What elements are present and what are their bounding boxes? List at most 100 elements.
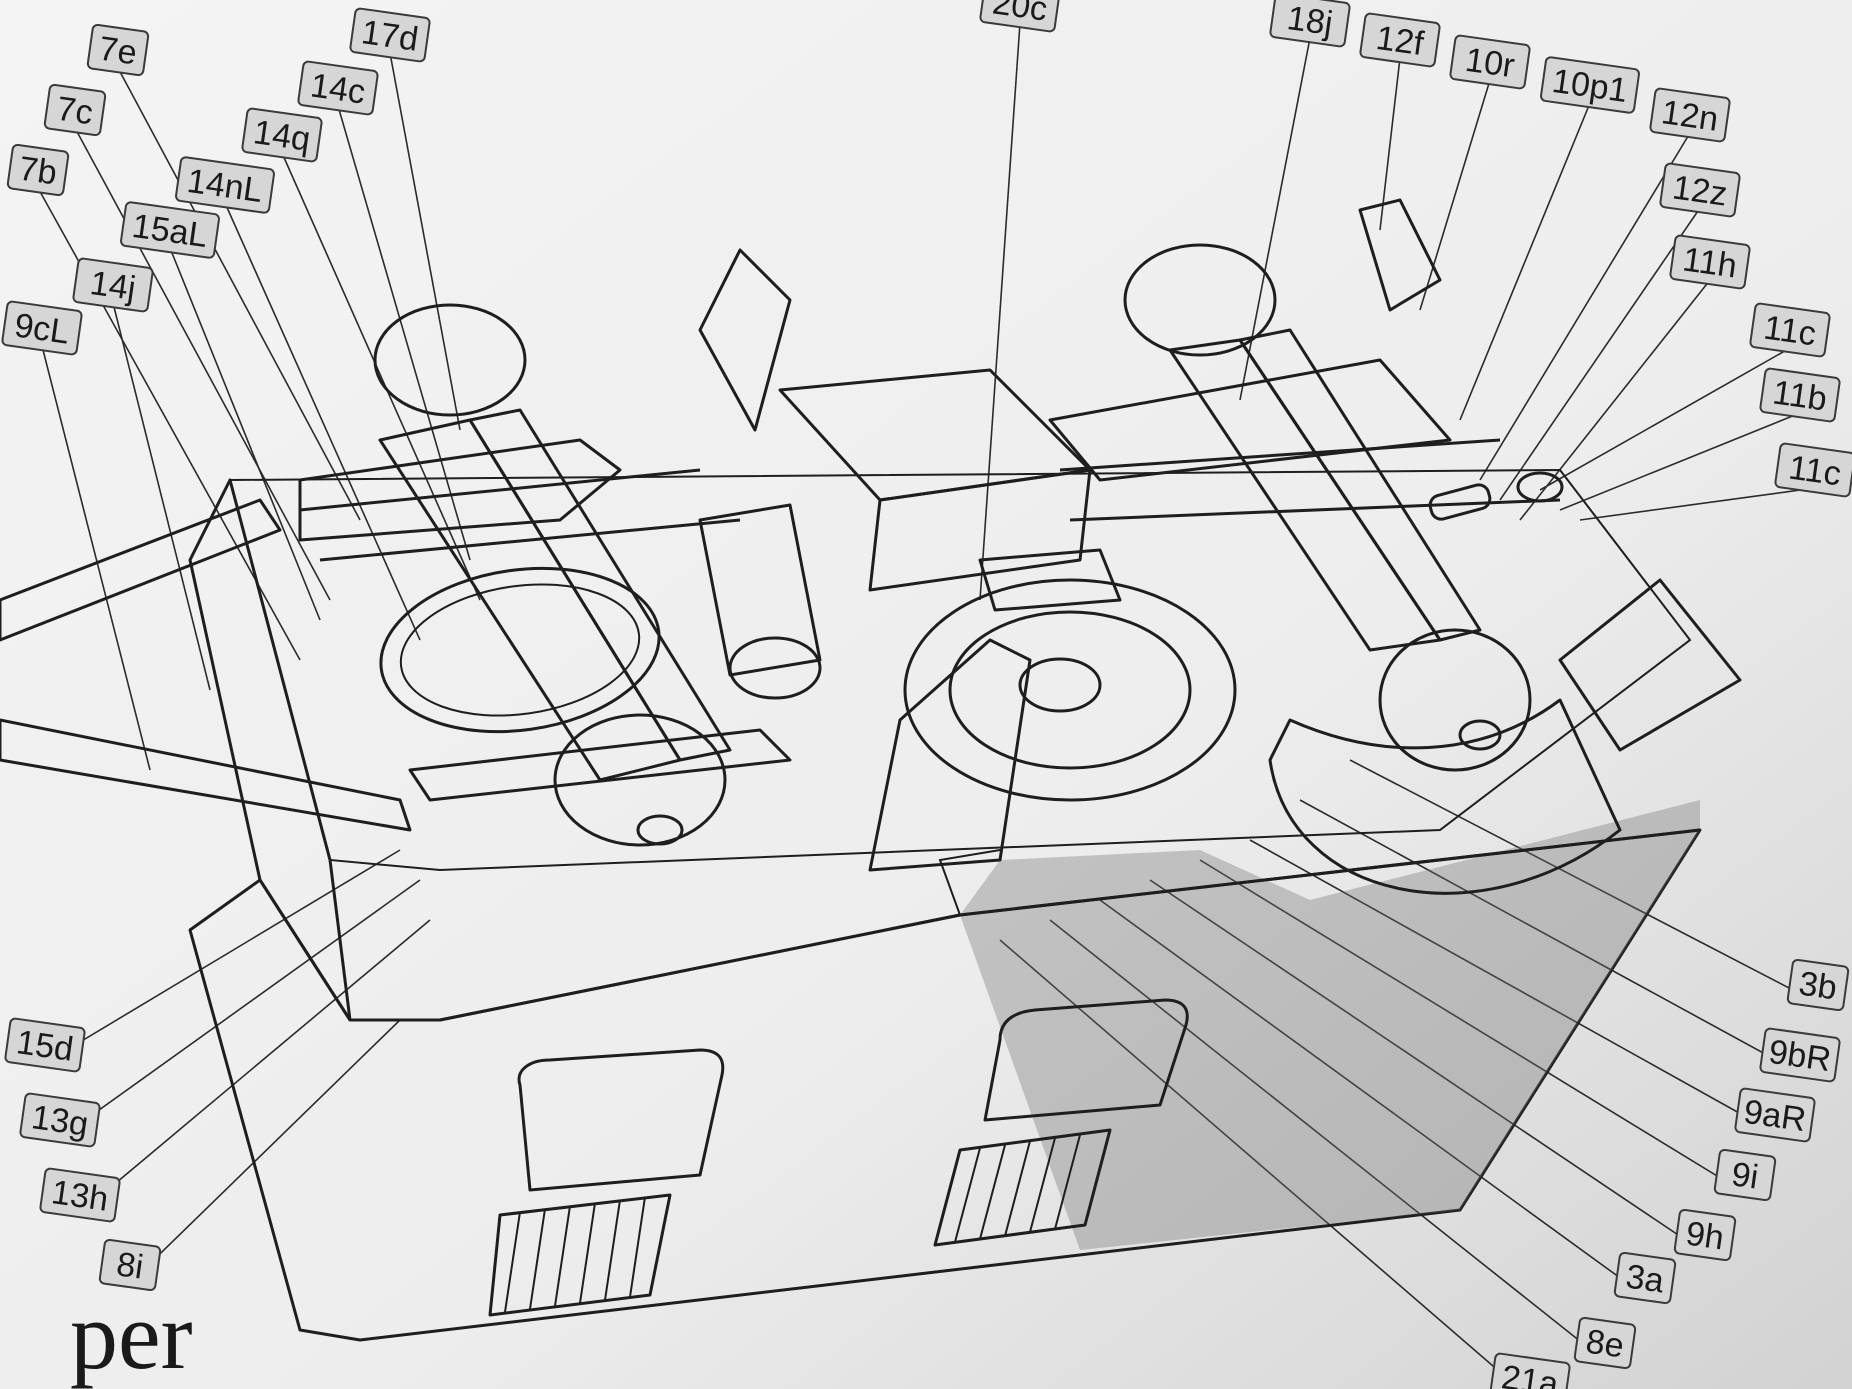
callout-leader-line (129, 1019, 401, 1284)
callout-leader-line (1539, 347, 1791, 491)
center-tire (903, 578, 1237, 802)
callout-leader-line (1559, 412, 1801, 511)
title-fragment: per (70, 1282, 193, 1389)
callout-leader-line (281, 152, 481, 601)
callout-label: 15d (4, 1017, 86, 1073)
callout-label: 14q (241, 107, 323, 163)
callout-box (1489, 1352, 1571, 1389)
callout-leader-line (1099, 899, 1646, 1297)
callout-text: 8i (114, 1245, 145, 1286)
callout-text: 12z (1670, 168, 1730, 213)
callout-text: 7c (54, 90, 95, 133)
callout-box (241, 107, 323, 163)
callout-label: 9aR (1734, 1087, 1816, 1143)
callout-label: 8e (1573, 1316, 1637, 1370)
callout-text: 9h (1683, 1215, 1726, 1258)
callout-label: 12z (1659, 162, 1741, 218)
callout-leader-line (59, 879, 421, 1139)
callout-box (39, 1167, 121, 1223)
callout-box (120, 201, 220, 259)
callout-leader-line (1049, 919, 1606, 1362)
callout-label: 8i (98, 1238, 162, 1292)
callout-leader-line (1379, 57, 1401, 231)
callout-label: 11b (1759, 367, 1841, 423)
callout-label: 11h (1669, 234, 1751, 290)
callout-label: 9i (1713, 1148, 1777, 1202)
callout-text: 8e (1583, 1323, 1626, 1366)
callout-text: 7e (96, 30, 139, 73)
tank-cylinder (698, 503, 822, 700)
callout-box (1, 300, 83, 356)
callout-text: 3a (1623, 1258, 1666, 1301)
callout-label: 12f (1359, 12, 1441, 68)
callout-box (1774, 442, 1852, 498)
callout-label: 18j (1269, 0, 1351, 48)
callout-text: 14q (251, 113, 312, 159)
right-module (1048, 198, 1742, 895)
callout-label: 21a (1489, 1352, 1571, 1389)
callout-leader-line (1349, 759, 1819, 1004)
callout-leader-line (74, 127, 331, 601)
callout-leader-line (1479, 132, 1691, 481)
callout-box (98, 1238, 162, 1292)
callout-box (1269, 0, 1351, 48)
callout-text: 11c (1786, 449, 1843, 494)
callout-text: 12n (1659, 93, 1720, 139)
callout-box (1749, 302, 1831, 358)
left-wheel (553, 713, 727, 847)
callout-box (1613, 1251, 1677, 1305)
callout-label: 3b (1786, 958, 1850, 1012)
callout-leader-line (1149, 879, 1706, 1254)
callout-text: 10r (1463, 41, 1517, 85)
callout-text: 12f (1374, 19, 1427, 63)
callout-text: 13h (49, 1173, 110, 1219)
callout-label: 9h (1673, 1208, 1737, 1262)
callout-label: 9cL (1, 300, 83, 356)
callout-box (349, 7, 431, 63)
left-module (0, 248, 822, 847)
callout-leader-line (117, 67, 361, 521)
callout-text: 14c (308, 66, 368, 111)
callout-label: 9bR (1759, 1027, 1841, 1083)
callout-leader-line (337, 105, 471, 561)
callout-text: 9cL (12, 306, 72, 351)
callout-box (72, 257, 154, 313)
grille-right (933, 998, 1189, 1247)
callout-box (1669, 234, 1751, 290)
callout-leader-line (979, 22, 1021, 601)
callout-text: 9i (1729, 1155, 1760, 1196)
callout-text: 11h (1680, 240, 1739, 285)
callout-leader-line (1499, 207, 1701, 501)
callout-label: 7b (6, 143, 70, 197)
leader-lines (37, 22, 1819, 1389)
callout-box (1659, 162, 1741, 218)
callout-box (297, 60, 379, 116)
right-wheel (1378, 628, 1532, 772)
callout-box (43, 83, 107, 137)
callout-box (19, 1092, 101, 1148)
callout-box (1713, 1148, 1777, 1202)
callout-leader-line (1199, 859, 1746, 1194)
callout-text: 18j (1285, 0, 1335, 43)
callout-box (1734, 1087, 1816, 1143)
callout-leader-line (1249, 839, 1776, 1134)
callout-label: 11c (1749, 302, 1831, 358)
callout-box (1759, 367, 1841, 423)
callout-box (1673, 1208, 1737, 1262)
callout-text: 13g (29, 1098, 90, 1144)
callout-box (1649, 87, 1731, 143)
callout-box (1540, 56, 1640, 114)
callout-label: 13g (19, 1092, 101, 1148)
callout-label: 13h (39, 1167, 121, 1223)
callout-label: 7c (43, 83, 107, 137)
callout-box (4, 1017, 86, 1073)
callout-text: 14j (88, 264, 138, 308)
callout-leader-line (224, 202, 421, 641)
callout-box (6, 143, 70, 197)
callout-label: 14nL (175, 156, 275, 214)
callout-leader-line (1579, 487, 1816, 521)
callout-leader-line (169, 247, 321, 621)
